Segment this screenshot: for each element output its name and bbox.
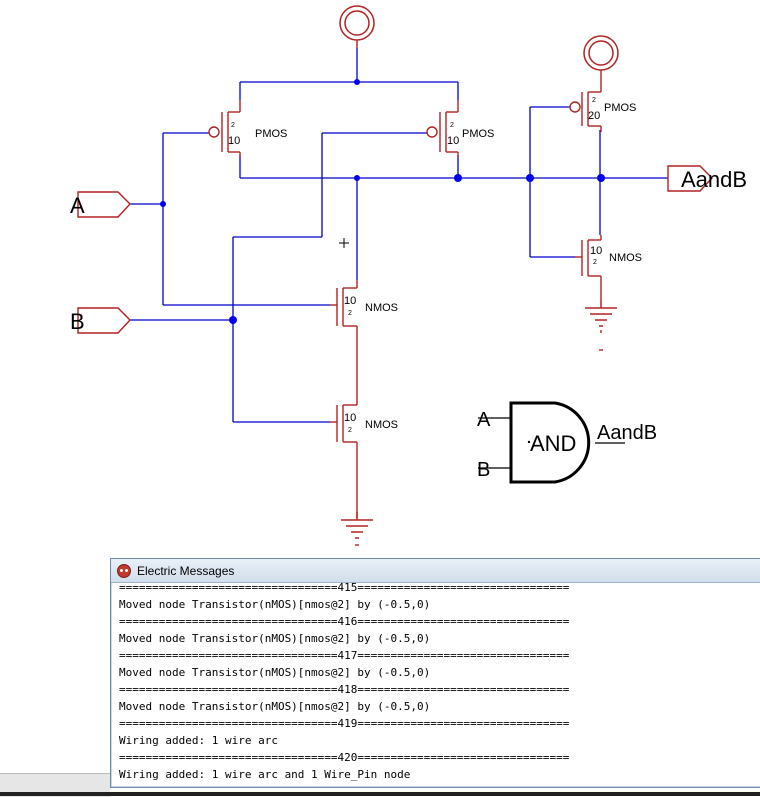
n1-width: 10 — [344, 295, 356, 307]
n2-width: 10 — [344, 412, 356, 424]
schematic-canvas[interactable]: A B AandB 2 10 PMOS 2 10 PMOS 2 20 PMOS … — [0, 0, 760, 560]
pin-a-shape — [77, 191, 131, 218]
log-separator: =================================417====… — [119, 649, 570, 662]
electric-app-icon — [117, 563, 131, 578]
nmos-transistor-3 — [575, 235, 602, 300]
n1-type: NMOS — [365, 302, 398, 314]
p3-width: 20 — [588, 110, 600, 122]
p3-length: 2 — [592, 97, 596, 104]
pmos-transistor-3 — [569, 85, 602, 132]
n1-length: 2 — [348, 310, 352, 317]
pin-b-shape — [77, 307, 131, 334]
log-message: Wiring added: 1 wire arc — [119, 734, 278, 747]
pmos-transistor-1 — [208, 100, 241, 158]
pin-b-label: B — [70, 309, 85, 334]
p1-length: 2 — [231, 122, 235, 129]
and-gate-in-a: A — [477, 409, 491, 431]
messages-window[interactable]: Electric Messages ======================… — [110, 558, 760, 788]
taskbar-edge — [0, 792, 760, 796]
labels: A B AandB 2 10 PMOS 2 10 PMOS 2 20 PMOS … — [70, 97, 747, 434]
log-message: Moved node Transistor(nMOS)[nmos@2] by (… — [119, 598, 431, 611]
n2-length: 2 — [348, 427, 352, 434]
p1-type: PMOS — [255, 128, 287, 140]
log-message: Wiring added: 1 wire arc and 1 Wire_Pin … — [119, 768, 411, 781]
n3-type: NMOS — [609, 252, 642, 264]
pin-a-label: A — [70, 193, 85, 218]
pin-out-label: AandB — [681, 167, 747, 192]
log-message: Moved node Transistor(nMOS)[nmos@2] by (… — [119, 666, 431, 679]
n3-length: 2 — [593, 259, 597, 266]
nmos-transistor-1 — [330, 280, 358, 405]
log-separator: =================================420====… — [119, 751, 570, 764]
and-gate-in-b: B — [477, 459, 490, 481]
p2-type: PMOS — [462, 128, 494, 140]
p2-width: 10 — [447, 135, 459, 147]
junction-dots — [160, 79, 605, 324]
cursor-crosshair-icon — [339, 238, 349, 248]
messages-title: Electric Messages — [137, 563, 235, 578]
nmos-transistor-2 — [330, 404, 358, 518]
log-message: Moved node Transistor(nMOS)[nmos@2] by (… — [119, 632, 431, 645]
p2-length: 2 — [450, 122, 454, 129]
log-separator: =================================415====… — [119, 581, 570, 594]
log-separator: =================================416====… — [119, 615, 570, 628]
n3-width: 10 — [590, 245, 602, 257]
n2-type: NMOS — [365, 419, 398, 431]
messages-log[interactable]: =================================415====… — [119, 579, 757, 787]
messages-titlebar[interactable]: Electric Messages — [111, 559, 760, 583]
and-gate-label: AND — [530, 431, 576, 456]
pin-out-shape — [667, 165, 713, 192]
log-separator: =================================418====… — [119, 683, 570, 696]
log-message: Moved node Transistor(nMOS)[nmos@2] by (… — [119, 700, 431, 713]
log-separator: =================================419====… — [119, 717, 570, 730]
components — [77, 5, 713, 546]
pmos-transistor-2 — [426, 100, 459, 158]
p1-width: 10 — [228, 135, 240, 147]
p3-type: PMOS — [604, 102, 636, 114]
and-gate-icon[interactable]: AND A B AandB — [477, 401, 657, 484]
and-gate-out: AandB — [597, 422, 657, 444]
wires — [130, 48, 668, 423]
